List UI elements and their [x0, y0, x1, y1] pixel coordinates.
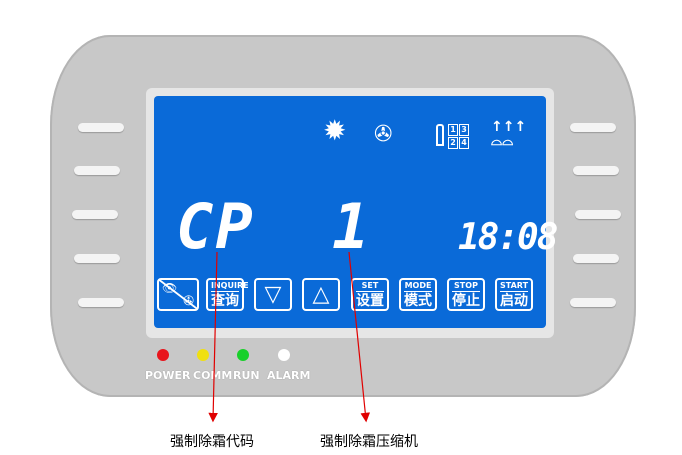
up-triangle-icon: △ [312, 282, 330, 307]
comm-label: COMM [193, 369, 233, 382]
sun-icon: ✹ [323, 114, 347, 147]
power-label: POWER [145, 369, 191, 382]
fan-icon: ✇ [183, 294, 194, 309]
set-label-en: SET [356, 281, 384, 292]
inquire-label-en: INQUIRE [211, 281, 249, 292]
comm-led [197, 349, 209, 361]
start-label-cn: 启动 [500, 293, 528, 309]
compressor-3: 3 [459, 124, 469, 136]
mode-label-en: MODE [404, 281, 432, 292]
run-label: RUN [233, 369, 260, 382]
inquire-label-cn: 查询 [211, 293, 239, 309]
defrost-heater-icon: ↑↑↑⌓⌓ [491, 119, 527, 149]
stop-label-cn: 停止 [452, 293, 480, 309]
alarm-led [278, 349, 290, 361]
clock-display: 18:08 [458, 217, 558, 258]
compressor-4: 4 [459, 137, 469, 149]
compressor-number-display: 1 [332, 190, 370, 263]
power-led [157, 349, 169, 361]
defrost-code-display: CP [176, 190, 255, 263]
lcd-screen [154, 96, 546, 328]
fan-icon: ✇ [374, 122, 393, 147]
arrow-defrost-compressor [348, 251, 371, 423]
mode-label-cn: 模式 [404, 293, 432, 309]
compressor-icon: 1 3 2 4 [436, 122, 476, 149]
up-button[interactable]: △ [302, 278, 340, 311]
annotation-defrost-compressor: 强制除霜压缩机 [320, 434, 418, 450]
stop-label-en: STOP [452, 281, 480, 292]
arrow-defrost-code [208, 251, 218, 423]
set-label-cn: 设置 [356, 293, 384, 309]
eye-icon: 👁 [162, 281, 178, 295]
run-led [237, 349, 249, 361]
compressor-2: 2 [448, 137, 458, 149]
alarm-label: ALARM [267, 369, 311, 382]
down-triangle-icon: ▽ [264, 282, 282, 307]
start-label-en: START [500, 281, 529, 292]
annotation-defrost-code: 强制除霜代码 [170, 434, 254, 450]
compressor-1: 1 [448, 124, 458, 136]
display-fan-button[interactable]: 👁 ✇ [157, 278, 199, 311]
down-button[interactable]: ▽ [254, 278, 292, 311]
